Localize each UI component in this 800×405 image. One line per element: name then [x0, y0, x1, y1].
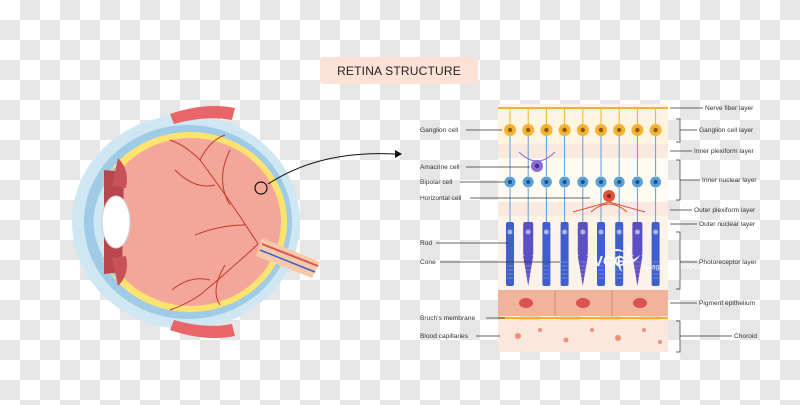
- label-photoreceptor-layer: Photoreceptor layer: [699, 259, 757, 266]
- ciliary-body-top: [112, 158, 127, 188]
- amacrine-cell: [518, 151, 556, 172]
- callout-arrowhead: [395, 150, 402, 158]
- label-horizontal-cell: Horizontal cell: [420, 195, 462, 202]
- left-labels: [436, 129, 590, 337]
- horizontal-cell: [572, 190, 646, 213]
- ganglion-nucleus: [562, 127, 567, 133]
- label-pigment-epithelium: Pigment epithelium: [699, 300, 756, 307]
- ganglion-nucleus: [635, 127, 640, 133]
- photoreceptor-nucleus: [634, 229, 640, 235]
- cone-cell: [523, 222, 534, 256]
- label-amacrine-cell: Amacrine cell: [420, 164, 460, 171]
- label-ganglion-cell-layer: Ganglion cell layer: [699, 127, 754, 134]
- watermark-credit: Image: 1528994255: [643, 262, 710, 271]
- photoreceptor-nucleus: [616, 229, 622, 235]
- watermark: VCG Image: 1528994255: [593, 243, 710, 272]
- ganglion-nucleus: [544, 127, 549, 133]
- ciliary-body-bottom: [112, 256, 127, 286]
- bipolar-nucleus: [635, 180, 640, 184]
- cell-columns: [504, 108, 662, 286]
- bipolar-nucleus: [508, 180, 512, 184]
- ganglion-nucleus: [507, 127, 513, 133]
- label-cone: Cone: [420, 259, 436, 266]
- bipolar-nucleus: [562, 180, 567, 184]
- bipolar-nucleus: [544, 180, 549, 184]
- photoreceptor-nucleus: [562, 229, 568, 235]
- pigment-nucleus: [576, 298, 590, 308]
- optic-vein: [259, 249, 316, 273]
- detail-callout-circle: [254, 181, 268, 195]
- bipolar-nucleus: [526, 180, 531, 184]
- diagram-title: RETINA STRUCTURE: [320, 57, 478, 84]
- label-bipolar-cell: Bipolar cell: [420, 179, 453, 186]
- retina-layers-detail: VCG Image: 1528994255: [498, 104, 710, 352]
- retinal-vessels: [169, 134, 259, 311]
- label-bruchs-membrane: Bruch's membrane: [420, 315, 475, 322]
- label-blood-capillaries: Blood capillaries: [420, 333, 469, 340]
- watermark-mark: [608, 243, 640, 272]
- cone-outer-segment: [632, 256, 643, 286]
- photoreceptor-nucleus: [653, 229, 659, 235]
- ganglion-nucleus: [598, 127, 604, 133]
- bipolar-nucleus: [653, 180, 658, 184]
- photoreceptor-nucleus: [580, 229, 586, 235]
- label-inner-nuclear-layer: Inner nuclear layer: [702, 177, 757, 184]
- choroid: [498, 320, 668, 352]
- ganglion-nucleus: [617, 127, 622, 133]
- cone-outer-segment: [577, 256, 588, 286]
- eye-muscle-top: [170, 106, 235, 124]
- watermark-logo: VCG: [593, 253, 626, 270]
- ganglion-nucleus: [526, 127, 531, 133]
- cone-cell: [632, 222, 643, 256]
- eye-muscle-bottom: [170, 320, 235, 338]
- eye-cross-section: [72, 106, 402, 338]
- callout-arrow: [267, 153, 396, 185]
- label-choroid: Choroid: [734, 333, 757, 340]
- lens: [101, 195, 131, 249]
- pigment-nucleus: [519, 298, 533, 308]
- photoreceptor-nucleus: [598, 229, 604, 235]
- photoreceptor-nucleus: [543, 229, 549, 235]
- ganglion-nucleus: [653, 127, 658, 133]
- bipolar-nucleus: [617, 180, 622, 184]
- label-ganglion-cell: Ganglion cell: [420, 127, 459, 134]
- blood-capillaries: [515, 328, 662, 344]
- bipolar-nucleus: [580, 180, 585, 184]
- right-labels: [670, 107, 732, 353]
- photoreceptor-nucleus: [507, 229, 513, 235]
- optic-artery: [261, 243, 319, 267]
- label-outer-plexiform-layer: Outer plexiform layer: [694, 207, 756, 214]
- label-rod: Rod: [420, 240, 432, 247]
- label-nerve-fiber-layer: Nerve fiber layer: [705, 105, 754, 112]
- label-outer-nuclear-layer: Outer nuclear layer: [699, 221, 756, 228]
- label-inner-plexiform-layer: Inner plexiform layer: [694, 148, 755, 155]
- bipolar-nucleus: [599, 180, 603, 184]
- cone-cell: [577, 222, 588, 256]
- photoreceptor-nucleus: [525, 229, 531, 235]
- ganglion-nucleus: [580, 127, 585, 133]
- pigment-nucleus: [633, 298, 647, 308]
- cone-outer-segment: [523, 256, 534, 286]
